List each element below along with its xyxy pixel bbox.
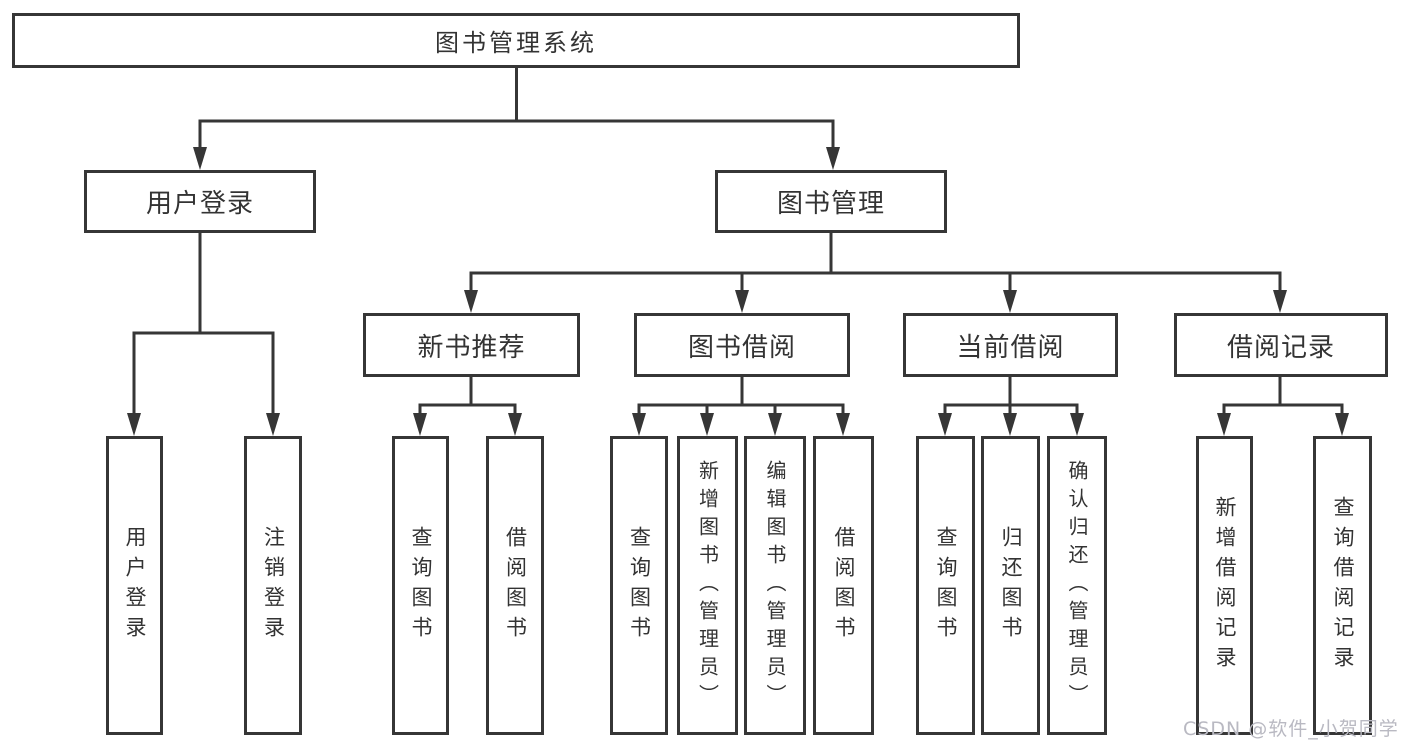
node-user-login: 用户登录 — [84, 170, 316, 233]
leaf-borrow-books-recommend: 借阅图书 — [486, 436, 544, 735]
watermark-csdn: CSDN @软件_小贺同学 — [1183, 718, 1399, 740]
node-borrowing-records: 借阅记录 — [1174, 313, 1388, 377]
leaf-query-books-current: 查询图书 — [916, 436, 975, 735]
node-library-management-system: 图书管理系统 — [12, 13, 1020, 68]
leaf-add-borrow-record: 新增借阅记录 — [1196, 436, 1253, 735]
leaf-query-books-borrowing: 查询图书 — [610, 436, 668, 735]
node-book-borrowing: 图书借阅 — [634, 313, 850, 377]
leaf-logout: 注销登录 — [244, 436, 302, 735]
leaf-confirm-return-admin: 确认归还（管理员） — [1047, 436, 1107, 735]
leaf-query-books-recommend: 查询图书 — [392, 436, 449, 735]
leaf-user-login: 用户登录 — [106, 436, 163, 735]
node-current-borrowing: 当前借阅 — [903, 313, 1118, 377]
leaf-edit-book-admin: 编辑图书（管理员） — [744, 436, 806, 735]
leaf-query-borrow-record: 查询借阅记录 — [1313, 436, 1372, 735]
leaf-borrow-books-borrowing: 借阅图书 — [813, 436, 874, 735]
leaf-add-book-admin: 新增图书（管理员） — [677, 436, 738, 735]
leaf-return-book: 归还图书 — [981, 436, 1040, 735]
node-book-management: 图书管理 — [715, 170, 947, 233]
node-new-book-recommendation: 新书推荐 — [363, 313, 580, 377]
